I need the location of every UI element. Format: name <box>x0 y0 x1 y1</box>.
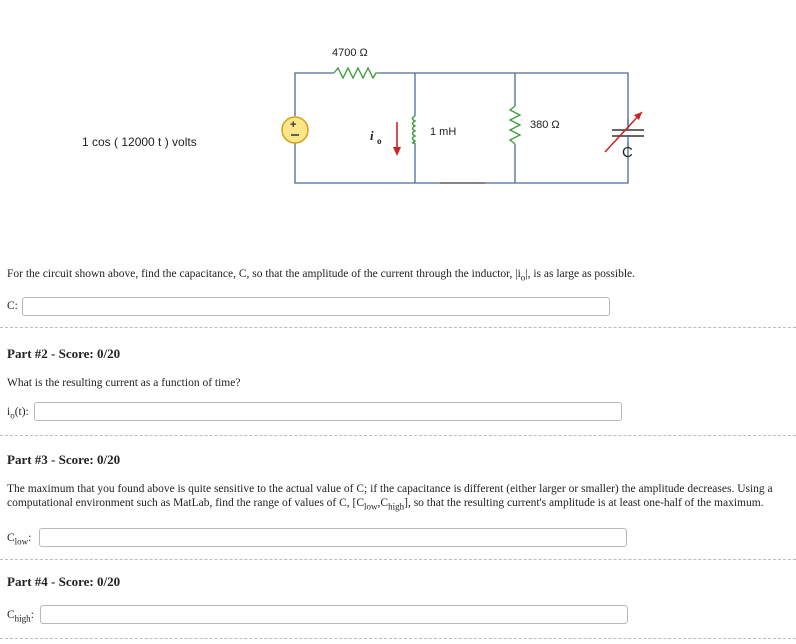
r2-label: 380 Ω <box>530 119 560 131</box>
c-input[interactable] <box>22 297 610 316</box>
part2-title: Part #2 - Score: 0/20 <box>7 346 121 361</box>
clow-input[interactable] <box>39 528 627 547</box>
source-label: 1 cos ( 12000 t ) volts <box>82 135 197 149</box>
c-field-label: C: <box>7 300 18 312</box>
chigh-field-label: Chigh: <box>7 609 34 624</box>
divider-3 <box>0 559 796 560</box>
part1-question: For the circuit shown above, find the ca… <box>7 268 635 283</box>
part3-question: The maximum that you found above is quit… <box>7 483 773 512</box>
inductor-label: 1 mH <box>430 126 456 138</box>
resistor-4700 <box>333 66 380 80</box>
io-input[interactable] <box>34 402 622 421</box>
part3-title: Part #3 - Score: 0/20 <box>7 452 121 467</box>
current-label: i <box>370 128 374 143</box>
io-field-label: io(t): <box>7 406 29 421</box>
capacitor <box>604 111 650 153</box>
svg-text:o: o <box>377 136 382 146</box>
clow-field-label: Clow: <box>7 532 32 547</box>
svg-text:+: + <box>290 119 296 131</box>
inductor <box>411 115 417 144</box>
circuit-diagram: 4700 Ω + 1 mH i o 380 Ω C <box>281 47 650 184</box>
divider-2 <box>0 435 796 436</box>
divider-4 <box>0 638 796 639</box>
part4-title: Part #4 - Score: 0/20 <box>7 574 121 589</box>
circuit-wires <box>294 72 629 184</box>
chigh-input[interactable] <box>40 605 628 624</box>
variable-arrow <box>604 111 643 153</box>
cap-label: C <box>622 144 633 161</box>
r1-label: 4700 Ω <box>332 47 368 59</box>
divider-1 <box>0 327 796 328</box>
part2-question: What is the resulting current as a funct… <box>7 377 241 389</box>
voltage-source: + <box>281 116 309 144</box>
resistor-380 <box>508 105 522 145</box>
